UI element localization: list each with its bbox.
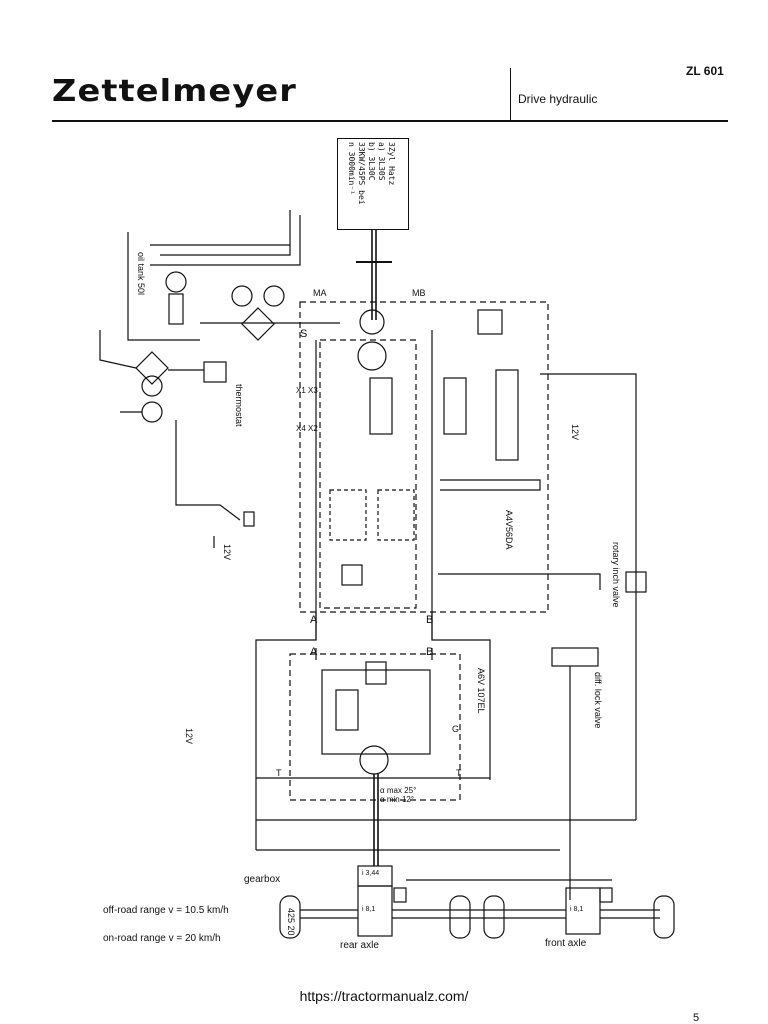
rotary-inch-valve-label: rotary inch valve: [611, 542, 621, 608]
thermostat-label: thermostat: [234, 384, 244, 427]
model-number: ZL 601: [686, 64, 724, 78]
gearbox-ratio: i 3,44: [362, 870, 380, 877]
voltage-label-motor: 12V: [184, 728, 194, 745]
port-t-right: T: [456, 768, 462, 778]
pump-code-label: A4V56DA: [504, 510, 514, 550]
port-g: G: [452, 724, 460, 734]
brand-logo: Zettelmeyer: [52, 74, 297, 109]
rear-axle-ratio: i 8,1: [362, 906, 376, 913]
port-a-motor: A: [310, 646, 318, 658]
off-road-speed: off-road range v = 10.5 km/h: [103, 905, 229, 916]
port-x1-x3: X1 X3: [296, 386, 318, 395]
port-x4-x2: X4 X2: [296, 424, 318, 433]
port-b-pump: B: [426, 614, 434, 626]
port-ma: MA: [313, 288, 327, 298]
front-axle-ratio: i 8,1: [570, 906, 584, 913]
engine-box: [337, 138, 409, 230]
port-t-left: T: [276, 768, 282, 778]
diff-lock-valve-label: diff. lock valve: [593, 672, 603, 729]
tire-size-label: 425 20: [286, 908, 296, 936]
voltage-label-pump: 12V: [570, 424, 580, 441]
front-axle-label: front axle: [545, 938, 587, 949]
port-mb: MB: [412, 288, 426, 298]
source-url[interactable]: https://tractormanualz.com/: [299, 988, 469, 1004]
gearbox-label: gearbox: [244, 874, 281, 885]
header-divider: [510, 68, 511, 122]
voltage-label-thermostat: 12V: [222, 544, 232, 561]
header-rule: [52, 120, 728, 122]
rear-axle-label: rear axle: [340, 940, 379, 951]
motor-code-label: A6V 107EL: [476, 668, 486, 714]
port-b-motor: B: [426, 646, 434, 658]
port-s: S: [300, 328, 308, 340]
oil-tank-label: oil tank 50l: [136, 252, 146, 296]
page-number: 5: [693, 1012, 700, 1024]
page-subtitle: Drive hydraulic: [518, 92, 598, 106]
on-road-speed: on-road range v = 20 km/h: [103, 933, 221, 944]
swivel-angle-label: α max 25° α min 12°: [380, 786, 417, 804]
port-a-pump: A: [310, 614, 318, 626]
